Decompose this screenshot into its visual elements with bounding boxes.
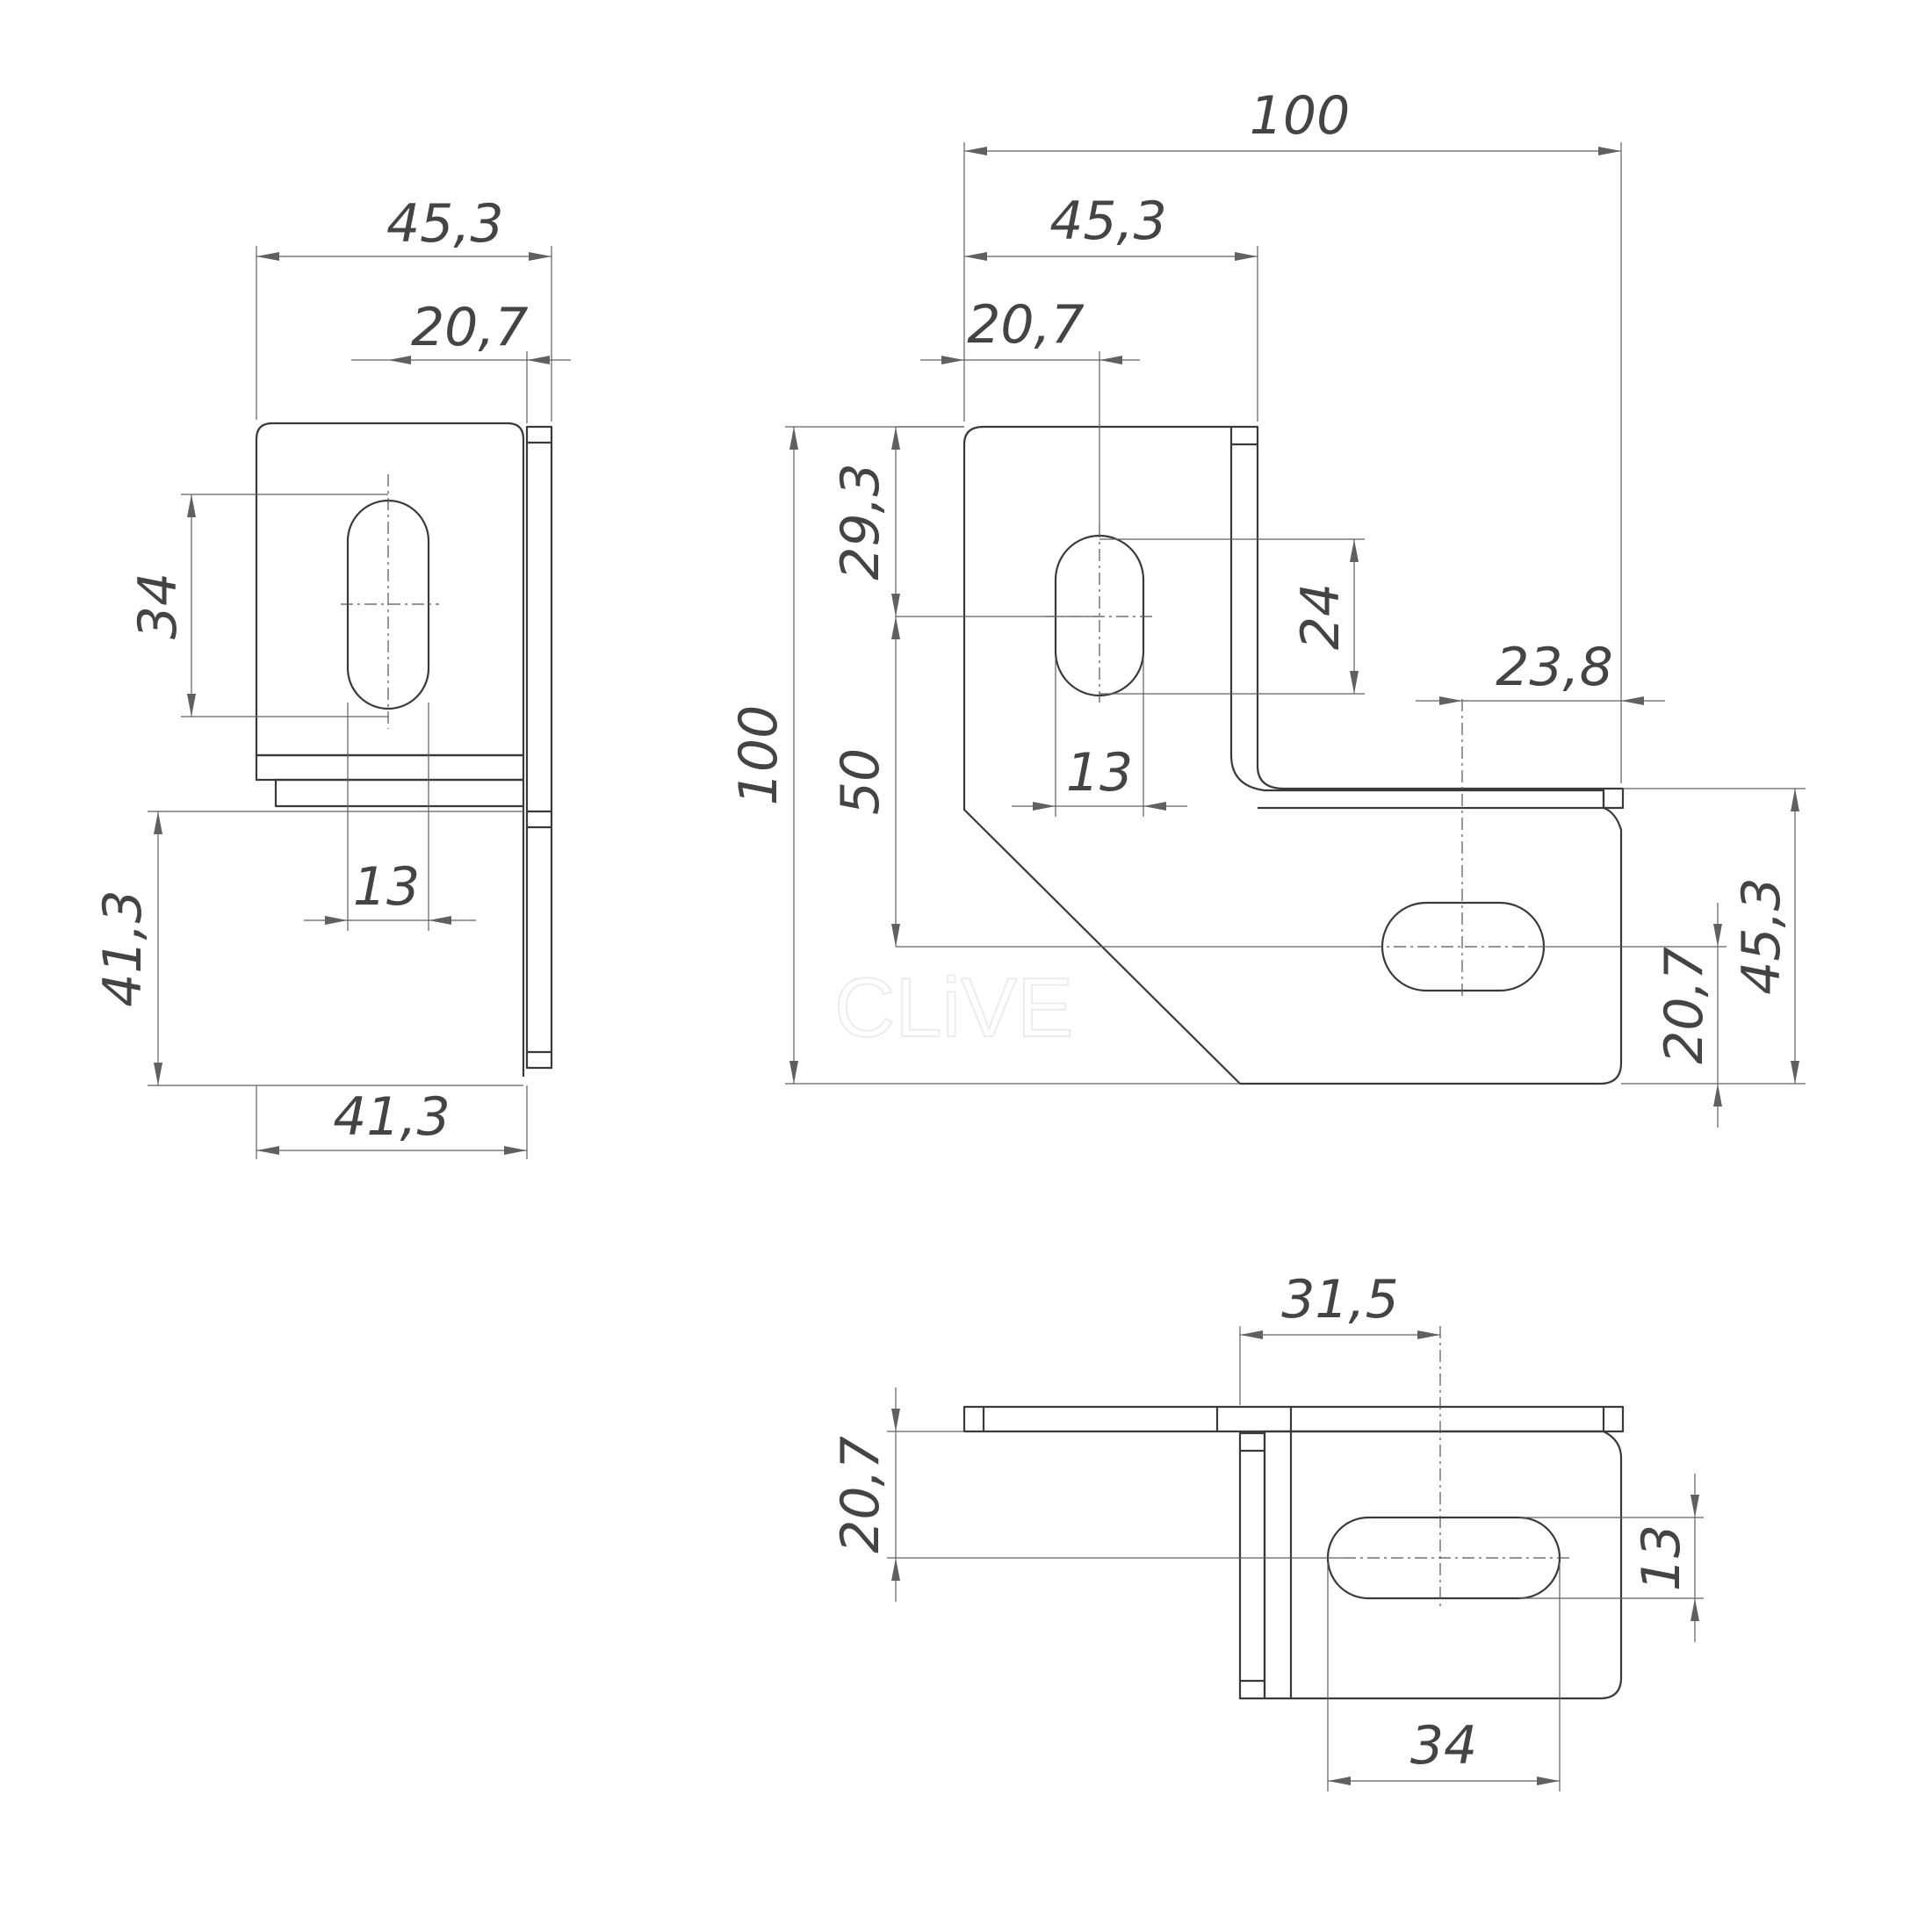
front-dim-slot-width: 13 [1066,742,1133,804]
top-view: 31,5 20,7 13 34 [830,1269,1704,1791]
side-view: 45,3 20,7 34 13 41,3 41,3 [92,193,571,1159]
side-dim-slot-width: 13 [353,856,420,918]
top-dim-slot-offset-vertical: 20,7 [830,1436,891,1554]
side-dim-lower-height: 41,3 [92,890,154,1007]
front-dim-slot2-offset-right: 23,8 [1496,637,1613,698]
side-view-bend-strip [255,753,525,782]
side-dim-slot-offset: 20,7 [411,297,529,358]
side-dim-width-top: 45,3 [386,193,504,255]
watermark-logo: CLiVE [834,961,1073,1055]
top-view-thickness [1238,1431,1266,1700]
side-view-thickness [525,425,553,1070]
front-dim-slot2-offset-bottom: 20,7 [1654,947,1715,1064]
front-dim-lower-height: 45,3 [1731,877,1792,995]
side-view-slot [346,499,430,710]
side-dim-slot-length: 34 [127,573,189,639]
front-view: 100 45,3 20,7 29,3 24 13 [728,85,1806,1128]
top-dim-slot-length: 34 [1410,1715,1477,1777]
front-dim-slot-length: 24 [1290,583,1352,650]
top-dim-slot-offset: 31,5 [1281,1269,1399,1330]
top-view-flange [962,1405,1625,1433]
side-view-upper-plate [255,422,525,757]
front-dim-slot-top: 29,3 [830,463,891,580]
front-dim-overall-height: 100 [728,705,789,806]
front-dim-slot-spacing: 50 [830,748,891,815]
front-view-slot-lower [1381,901,1546,992]
top-view-plate [1263,1430,1623,1700]
front-dim-overall-width: 100 [1250,85,1351,147]
front-dim-slot-offset-left: 20,7 [967,294,1085,356]
front-dim-upper-width: 45,3 [1049,191,1167,252]
side-dim-base-width: 41,3 [333,1086,451,1148]
front-view-slot-upper [1054,534,1145,697]
side-view-lower-strip [274,778,525,808]
top-dim-slot-width: 13 [1631,1525,1692,1591]
front-view-outline [962,425,1623,1085]
